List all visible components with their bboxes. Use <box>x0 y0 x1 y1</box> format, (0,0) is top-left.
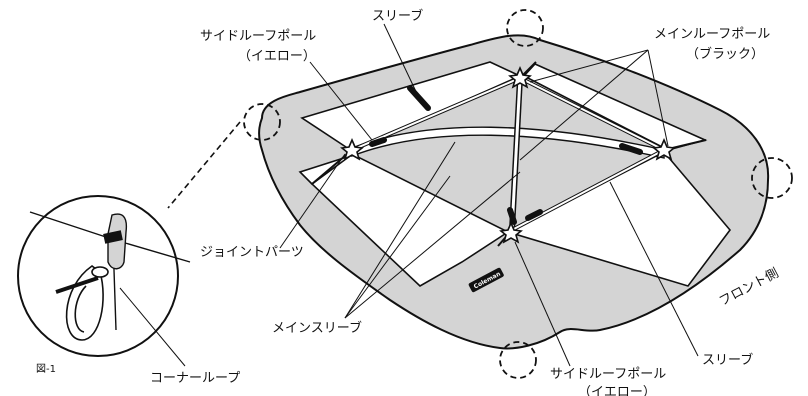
label-figure-number: 図-1 <box>36 363 56 375</box>
star-joint-icon <box>652 137 676 161</box>
dashed-circle-icon <box>506 9 544 47</box>
corner-loop-icon <box>55 265 109 341</box>
label-corner-loop: コーナーループ <box>150 371 240 386</box>
dashed-circle-icon <box>243 103 281 141</box>
corner-loop-markers <box>243 9 793 379</box>
star-joint-icon <box>508 65 532 89</box>
main-sleeve-band <box>351 126 665 159</box>
label-side-roof-pole-bottom-color: （イエロー） <box>578 385 656 396</box>
star-joint-icon <box>340 137 364 161</box>
label-sleeve-bottom: スリーブ <box>702 352 753 368</box>
dashed-circle-icon <box>499 341 537 379</box>
label-joint-parts: ジョイントパーツ <box>200 245 304 260</box>
leader-lines <box>119 23 699 367</box>
corner-loop-detail <box>17 121 241 357</box>
label-side-roof-pole-bottom: サイドルーフポール <box>550 367 666 382</box>
diagram-labels: サイドルーフポール （イエロー） スリーブ メインルーフポール （ブラック） ジ… <box>36 8 781 396</box>
label-main-sleeve: メインスリーブ <box>272 320 362 336</box>
label-side-roof-pole-top: サイドルーフポール <box>200 29 316 44</box>
label-sleeve-top: スリーブ <box>372 8 423 24</box>
star-joint-icon <box>499 220 523 244</box>
label-main-roof-pole-color: （ブラック） <box>686 46 764 62</box>
joint-parts <box>340 65 676 244</box>
label-front-side: フロント側 <box>717 266 781 310</box>
dashed-circle-icon <box>751 157 793 199</box>
label-side-roof-pole-top-color: （イエロー） <box>238 49 316 64</box>
label-main-roof-pole: メインルーフポール <box>654 27 770 42</box>
